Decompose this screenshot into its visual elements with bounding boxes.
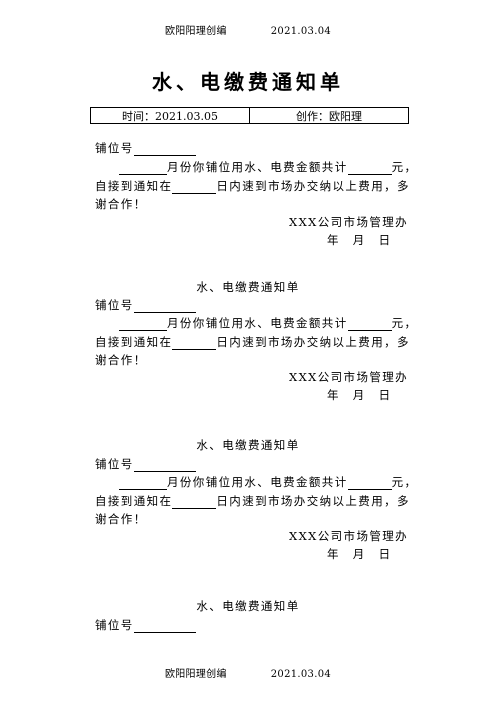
notice-text: 月份你铺位用水、电费金额共计 <box>167 316 348 330</box>
notice-line-1: 月份你铺位用水、电费金额共计 元， <box>119 315 417 331</box>
notice-line-3: 谢合作！ <box>95 512 147 526</box>
notice-text: 月份你铺位用水、电费金额共计 <box>167 160 348 174</box>
page-header: 欧阳阳理创编 2021.03.04 <box>0 22 496 37</box>
notice-line-3: 谢合作！ <box>95 197 147 211</box>
shop-number-blank <box>133 460 196 472</box>
amount-blank <box>347 163 392 175</box>
notice-line-3: 谢合作！ <box>95 353 147 367</box>
notice-text: 元， <box>391 475 418 489</box>
notice-text: 元， <box>391 316 418 330</box>
notice-text: 元， <box>391 160 418 174</box>
shop-number-line: 铺位号 <box>95 297 196 313</box>
footer-author: 欧阳阳理创编 <box>164 669 227 680</box>
notice-subtitle: 水、电缴费通知单 <box>196 280 300 294</box>
shop-label: 铺位号 <box>95 298 134 312</box>
notice-line-1: 月份你铺位用水、电费金额共计 元， <box>119 159 417 175</box>
notice-text: 自接到通知在 <box>95 335 173 349</box>
notice-text: 日内速到市场办交纳以上费用，多 <box>216 335 410 349</box>
meta-creator: 创作：欧阳理 <box>249 108 408 123</box>
meta-time: 时间：2021.03.05 <box>122 109 218 123</box>
notice-line-2: 自接到通知在 日内速到市场办交纳以上费用，多 <box>95 178 410 194</box>
notice-line-2: 自接到通知在 日内速到市场办交纳以上费用，多 <box>95 334 410 350</box>
shop-number-blank <box>133 621 196 633</box>
days-blank <box>172 182 217 194</box>
notice-subtitle: 水、电缴费通知单 <box>196 438 300 452</box>
footer-date: 2021.03.04 <box>270 669 332 680</box>
notice-line-2: 自接到通知在 日内速到市场办交纳以上费用，多 <box>95 493 410 509</box>
notice-text: 自接到通知在 <box>95 179 173 193</box>
notice-sign: XXX公司市场管理办 <box>289 529 409 543</box>
amount-blank <box>347 319 392 331</box>
notice-text: 日内速到市场办交纳以上费用，多 <box>216 494 410 508</box>
header-date: 2021.03.04 <box>270 26 332 37</box>
shop-label: 铺位号 <box>95 457 134 471</box>
notice-date: 年 月 日 <box>327 233 392 247</box>
days-blank <box>172 338 217 350</box>
page-footer: 欧阳阳理创编 2021.03.04 <box>0 665 496 680</box>
notice-text: 自接到通知在 <box>95 494 173 508</box>
notice-line-1: 月份你铺位用水、电费金额共计 元， <box>119 474 417 490</box>
notice-text: 月份你铺位用水、电费金额共计 <box>167 475 348 489</box>
meta-table: 时间：2021.03.05 创作：欧阳理 <box>90 107 409 124</box>
notice-sign: XXX公司市场管理办 <box>289 215 409 229</box>
shop-number-line: 铺位号 <box>95 456 196 472</box>
header-author: 欧阳阳理创编 <box>164 26 227 37</box>
shop-number-line: 铺位号 <box>95 140 196 156</box>
notice-date: 年 月 日 <box>327 388 392 402</box>
notice-text: 日内速到市场办交纳以上费用，多 <box>216 179 410 193</box>
month-blank <box>119 478 167 490</box>
amount-blank <box>347 478 392 490</box>
shop-label: 铺位号 <box>95 141 134 155</box>
notice-subtitle: 水、电缴费通知单 <box>196 599 300 613</box>
month-blank <box>119 319 167 331</box>
shop-label: 铺位号 <box>95 618 134 632</box>
shop-number-blank <box>133 301 196 313</box>
month-blank <box>119 163 167 175</box>
document-title: 水、电缴费通知单 <box>152 70 344 94</box>
days-blank <box>172 497 217 509</box>
notice-date: 年 月 日 <box>327 547 392 561</box>
notice-sign: XXX公司市场管理办 <box>289 370 409 384</box>
shop-number-blank <box>133 144 196 156</box>
shop-number-line: 铺位号 <box>95 617 196 633</box>
